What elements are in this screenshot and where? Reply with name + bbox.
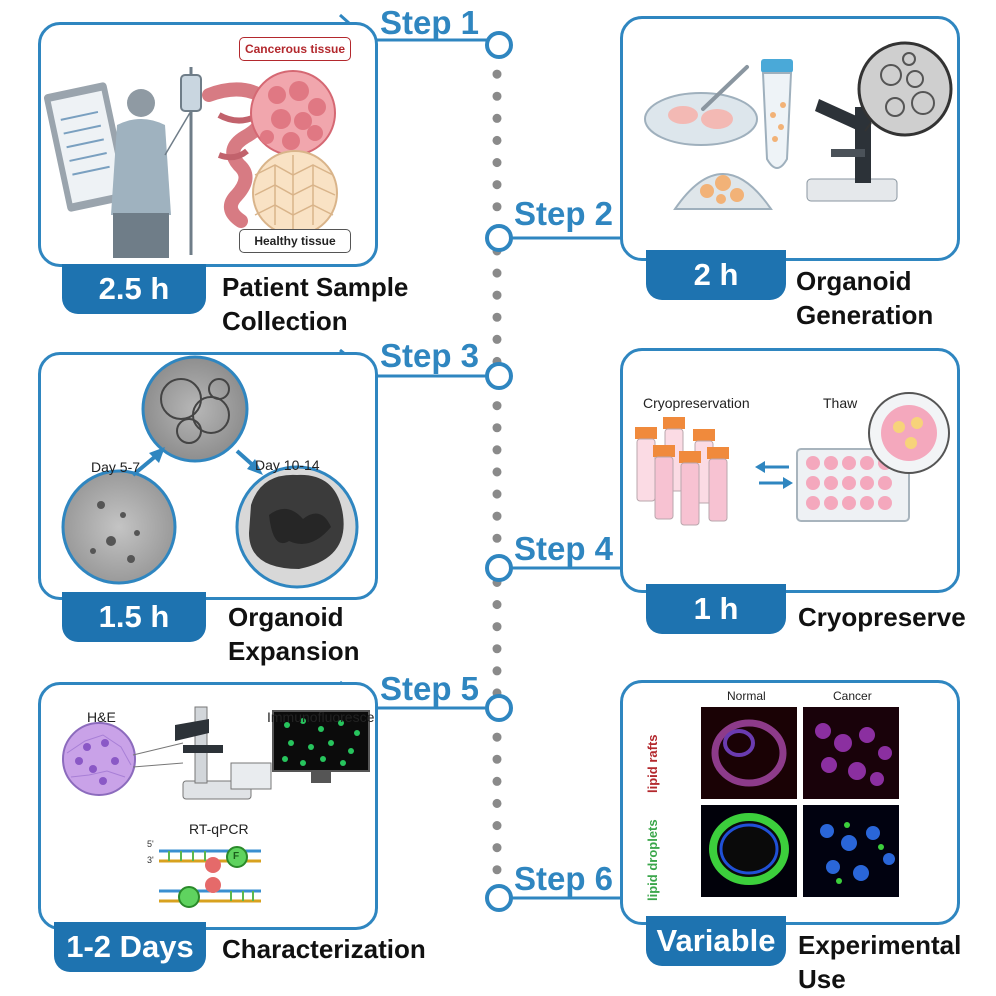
step-5-label: Step 5: [380, 670, 480, 707]
rt-qpcr-label: RT-qPCR: [189, 821, 249, 837]
step-6-duration: Variable: [646, 916, 786, 966]
step-3-title: Organoid Expansion: [228, 600, 359, 668]
cancerous-tissue-label: Cancerous tissue: [239, 37, 351, 61]
step-5-title-line1: Characterization: [222, 934, 426, 964]
step-1-title-line2: Collection: [222, 306, 348, 336]
panel-organoid-generation: [620, 16, 960, 261]
he-label: H&E: [87, 709, 116, 725]
cryopreservation-label: Cryopreservation: [643, 395, 750, 411]
day-10-14-label: Day 10-14: [255, 457, 320, 473]
step-4-duration: 1 h: [646, 584, 786, 634]
expansion-illustration: [61, 355, 359, 589]
step-5-title: Characterization: [222, 932, 426, 966]
step-6-title: Experimental Use: [798, 928, 961, 996]
step-4-title-line1: Cryopreserve: [798, 602, 966, 632]
healthy-tissue-label: Healthy tissue: [239, 229, 351, 253]
patient-illustration: [43, 67, 338, 258]
step-1-title-line1: Patient Sample: [222, 272, 409, 302]
panel-characterization: H&E Immunofluorescence RT-qPCR 5' 3' F: [38, 682, 378, 930]
lipid-droplets-label: lipid droplets: [645, 819, 660, 901]
three-prime-label: 3': [147, 855, 154, 865]
panel-organoid-expansion: Day 5-7 Day 10-14: [38, 352, 378, 600]
step-3-title-line1: Organoid: [228, 602, 344, 632]
step-2-title: Organoid Generation: [796, 264, 933, 332]
step-1-title: Patient Sample Collection: [222, 270, 408, 338]
step-6-title-line2: Use: [798, 964, 846, 994]
step-2-duration: 2 h: [646, 250, 786, 300]
experimental-images: [701, 707, 899, 897]
step-4-label: Step 4: [514, 530, 614, 567]
panel-cryopreserve: Cryopreservation Thaw: [620, 348, 960, 593]
step-2-title-line1: Organoid: [796, 266, 912, 296]
lipid-rafts-label: lipid rafts: [645, 734, 660, 793]
panel-experimental-use: Normal Cancer lipid rafts lipid droplets: [620, 680, 960, 925]
cancer-col-label: Cancer: [833, 689, 872, 703]
cryo-illustration: [635, 392, 950, 526]
step-6-label: Step 6: [514, 860, 614, 897]
step-3-duration: 1.5 h: [62, 592, 206, 642]
immunofluorescence-label: Immunofluorescence: [267, 709, 375, 725]
fluorophore-label: F: [233, 851, 240, 862]
step-3-label: Step 3: [380, 337, 480, 374]
step-3-title-line2: Expansion: [228, 636, 360, 666]
panel-patient-sample: Cancerous tissue Healthy tissue: [38, 22, 378, 267]
thaw-label: Thaw: [823, 395, 858, 411]
five-prime-label: 5': [147, 839, 154, 849]
step-5-duration: 1-2 Days: [54, 922, 206, 972]
step-1-duration: 2.5 h: [62, 264, 206, 314]
day-5-7-label: Day 5-7: [91, 459, 141, 475]
normal-col-label: Normal: [727, 689, 766, 703]
step-6-title-line1: Experimental: [798, 930, 962, 960]
step-1-label: Step 1: [380, 4, 480, 41]
characterization-illustration: [62, 706, 370, 908]
generation-illustration: [644, 41, 953, 210]
step-4-title: Cryopreserve: [798, 600, 966, 634]
step-2-title-line2: Generation: [796, 300, 934, 330]
step-2-label: Step 2: [514, 195, 614, 232]
